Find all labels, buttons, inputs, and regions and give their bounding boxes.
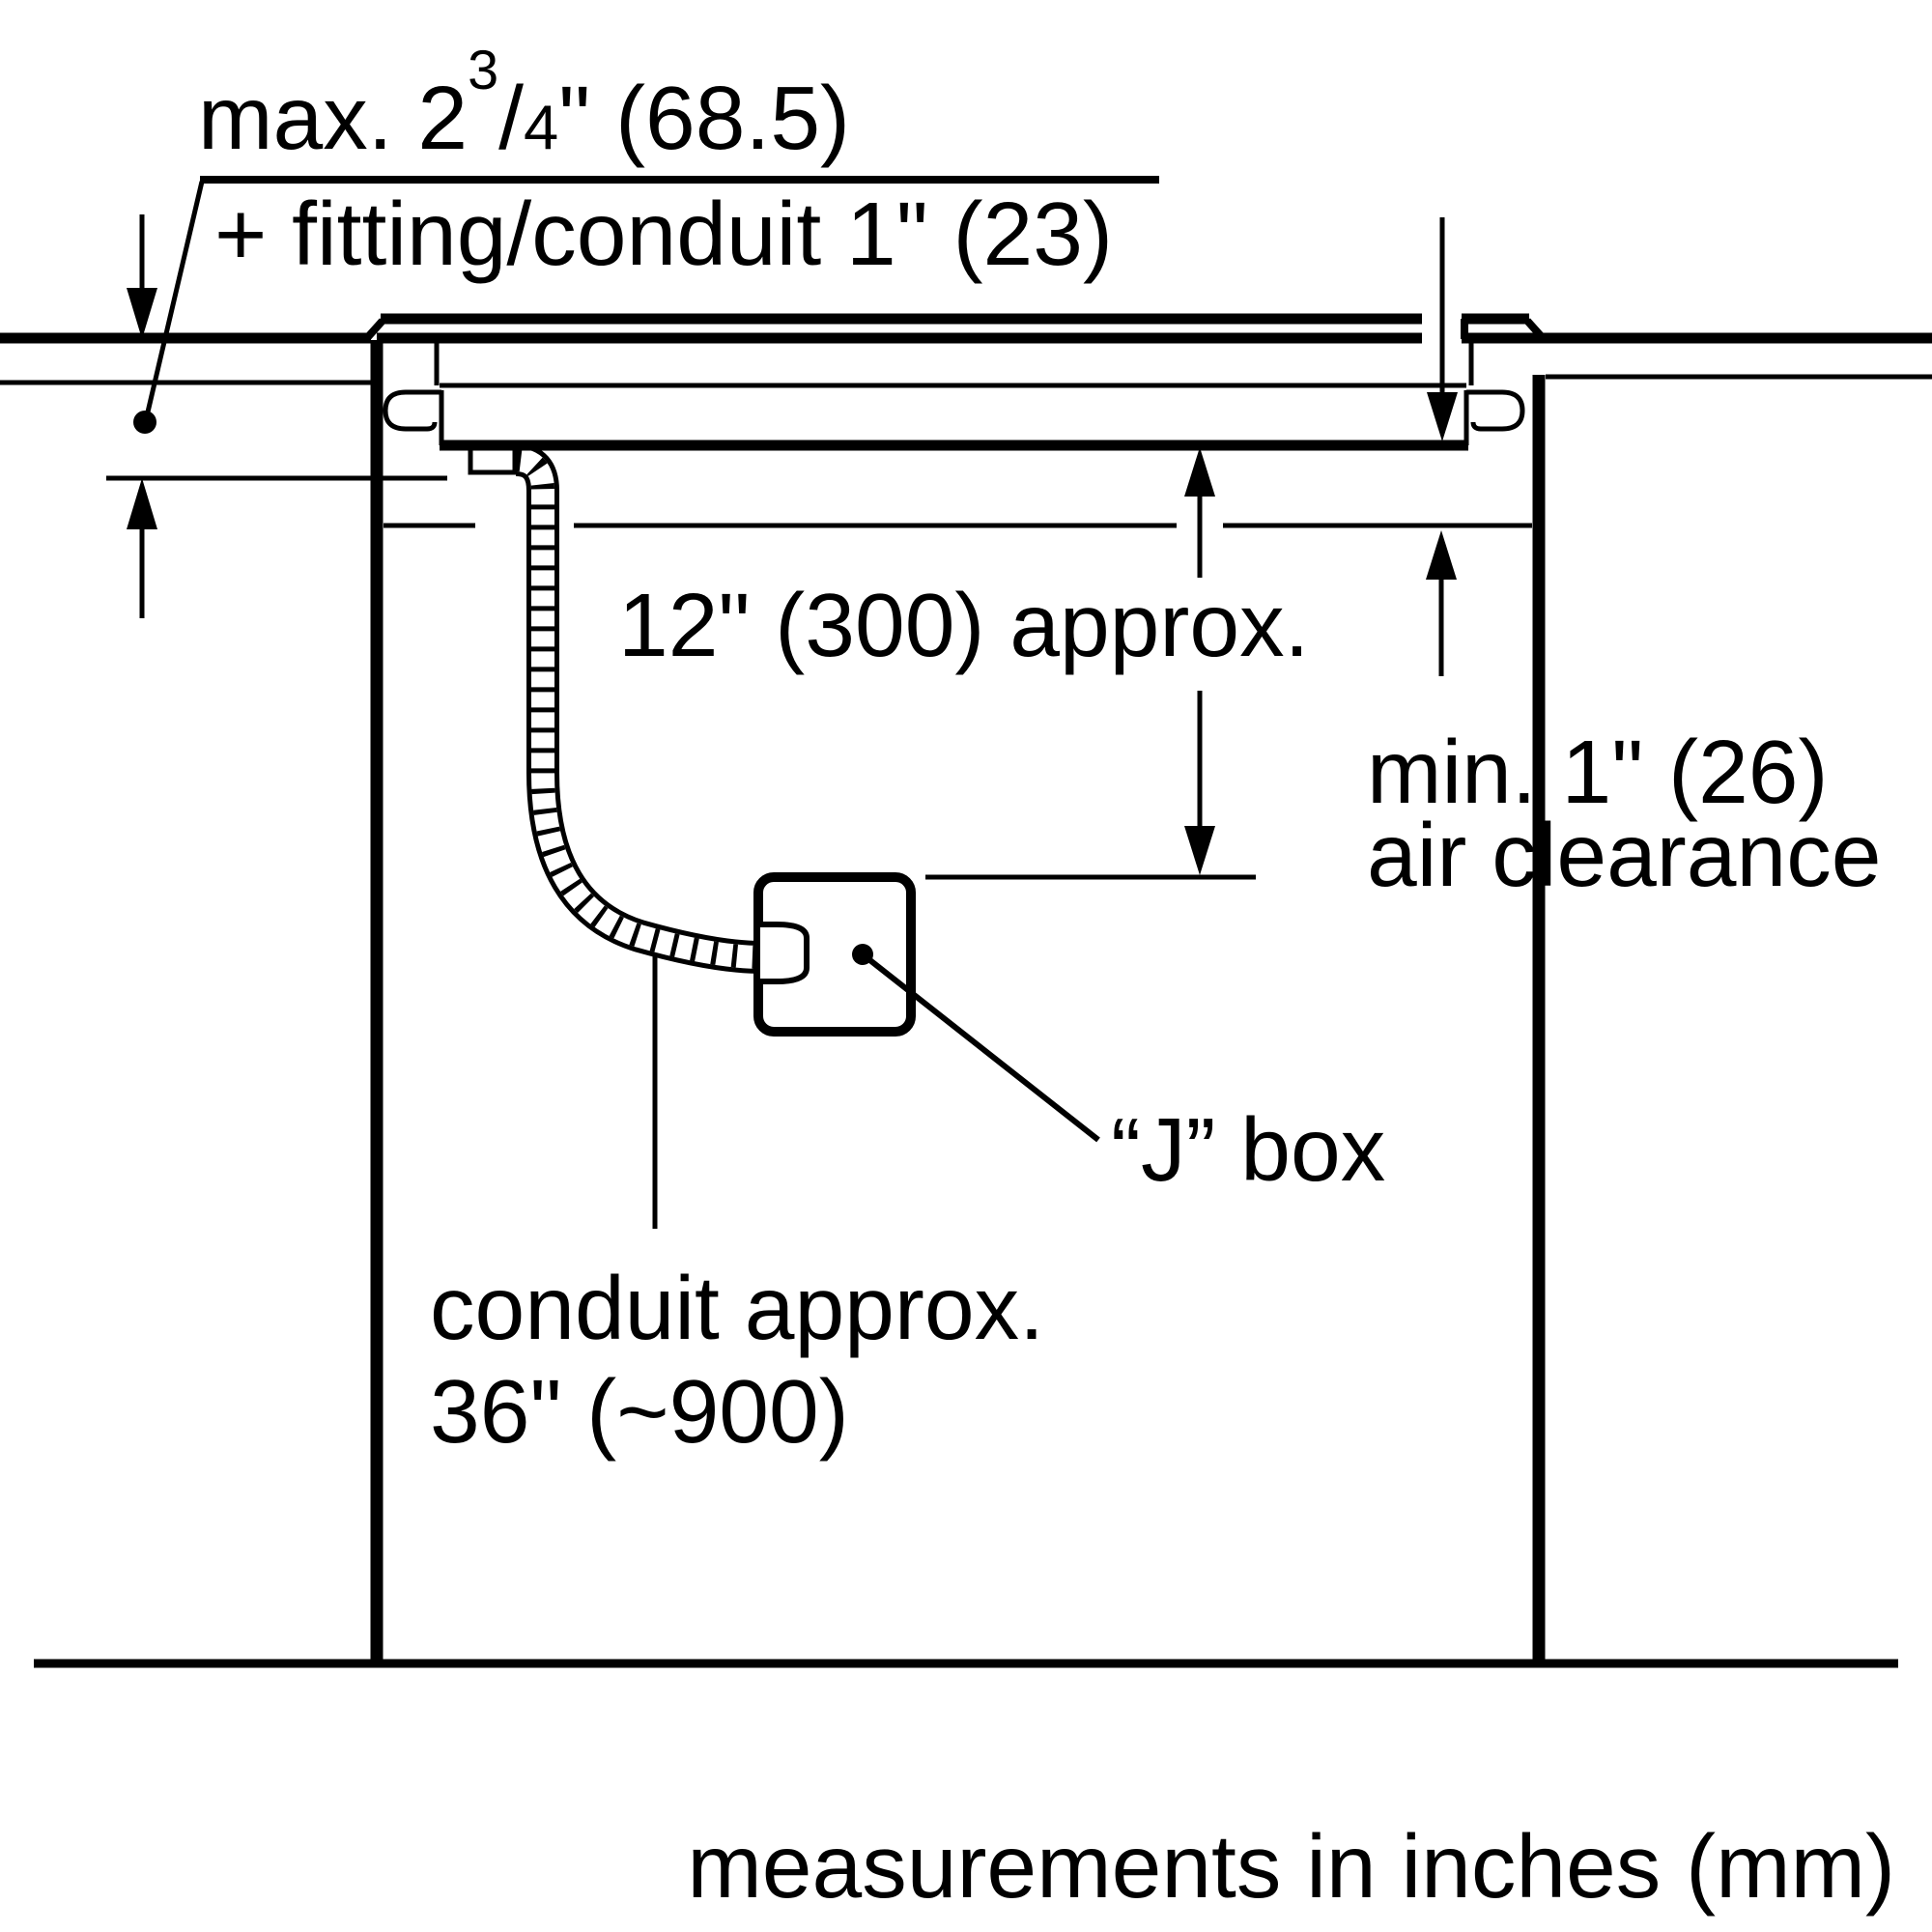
arrowhead-down: [127, 288, 157, 339]
jbox-connector: [760, 922, 810, 984]
dim-air-clearance: [1426, 530, 1457, 676]
label-conduit-2: 36" (~900): [430, 1361, 849, 1462]
label-air-clearance-2: air clearance: [1367, 805, 1882, 905]
dim-approx-12: [925, 447, 1256, 880]
label-footer-units: measurements in inches (mm): [687, 1816, 1895, 1917]
arrowhead-down: [1184, 826, 1215, 875]
label-max-depth: max. 23/4" (68.5): [198, 43, 850, 163]
arrowhead-up: [1184, 447, 1215, 497]
max-depth-prefix: max. 2: [198, 68, 469, 168]
max-depth-suffix: " (68.5): [558, 68, 851, 168]
max-depth-leader: [143, 181, 205, 421]
cooktop-frame: [377, 332, 1474, 388]
arrowhead-up: [1426, 530, 1457, 580]
cabinet: [34, 340, 1898, 1668]
dim-max-depth: [106, 176, 1159, 618]
max-depth-dot: [133, 411, 156, 434]
mounting-clip-left: [383, 389, 441, 432]
junction-box: [753, 872, 1100, 1143]
countertop-right: [1462, 332, 1932, 380]
countertop-left: [0, 332, 373, 385]
flexible-conduit: [514, 443, 762, 974]
label-air-clearance-1: min. 1" (26): [1367, 722, 1829, 822]
mounting-clip-right: [1466, 389, 1525, 432]
jbox-leader-line: [861, 952, 1100, 1143]
max-depth-slash: /: [498, 68, 525, 168]
max-depth-denominator: 4: [524, 92, 559, 162]
dim-cooktop-depth: [1427, 217, 1458, 441]
max-depth-superscript: 3: [468, 40, 499, 102]
label-jbox: “J” box: [1111, 1099, 1386, 1200]
label-fitting-conduit: + fitting/conduit 1" (23): [214, 184, 1113, 284]
arrowhead-down: [1427, 392, 1458, 441]
label-conduit-1: conduit approx.: [430, 1258, 1044, 1358]
arrowhead-up: [127, 478, 157, 529]
label-approx-depth: 12" (300) approx.: [618, 575, 1310, 675]
cooktop-housing: [383, 389, 1525, 451]
